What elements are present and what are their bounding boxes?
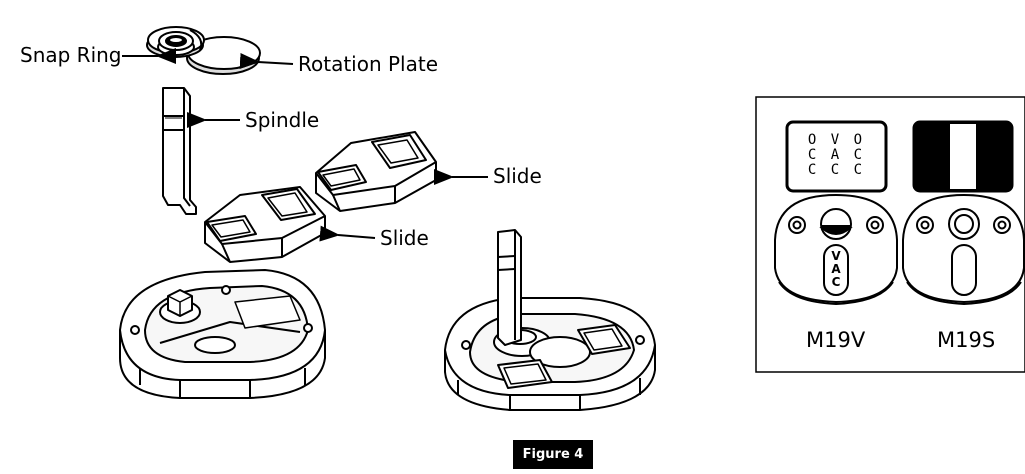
snap-ring — [157, 31, 195, 56]
m19s-strip-box — [912, 120, 1014, 193]
spindle — [162, 87, 197, 215]
slide-upper-label: Slide — [493, 164, 542, 188]
rotation-plate-arrow — [239, 52, 294, 69]
rotation-plate-label: Rotation Plate — [298, 52, 439, 76]
slide-lower — [204, 186, 326, 263]
chart-line-3: C C C — [807, 162, 866, 178]
installed-spindle — [497, 229, 522, 346]
inset-panel — [755, 96, 1025, 373]
slide-lower-label: Slide — [380, 226, 429, 250]
snap-ring-label: Snap Ring — [20, 43, 122, 67]
base-housing-right — [444, 297, 656, 411]
figure-caption: Figure 4 — [513, 440, 593, 469]
spindle-label: Spindle — [245, 108, 320, 132]
base-housing-left — [119, 269, 326, 399]
slide-lower-arrow — [319, 225, 376, 242]
m19s-label: M19S — [937, 328, 996, 352]
slide-upper — [315, 131, 437, 212]
chart-line-2: C A C — [807, 147, 866, 163]
m19s-knob — [902, 193, 1025, 306]
chart-line-1: O V O — [807, 132, 866, 148]
m19v-label: M19V — [806, 328, 866, 352]
m19v-slot-text: VAC — [831, 249, 841, 289]
m19v-chart-text: O V O C A C C C C — [789, 133, 884, 178]
m19v-chart-box — [785, 120, 888, 193]
m19v-knob — [774, 193, 898, 306]
